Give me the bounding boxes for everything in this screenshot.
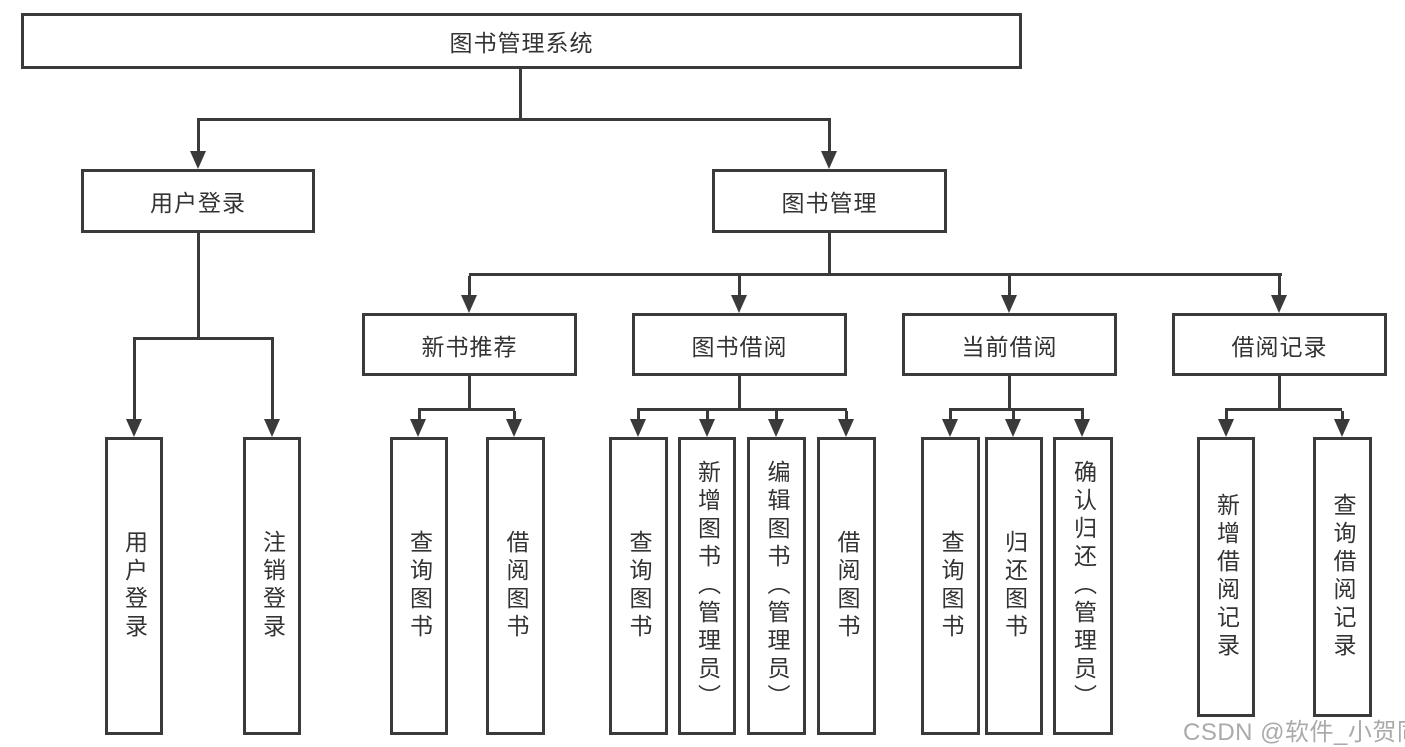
leaf-label: 查询借阅记录 xyxy=(1330,493,1356,661)
connector-hline xyxy=(197,118,831,121)
leaf-add-borrow-record: 新增借阅记录 xyxy=(1197,437,1255,717)
connector-vline xyxy=(1008,376,1011,408)
leaf-label: 注销登录 xyxy=(259,530,286,642)
connector-vline xyxy=(1081,411,1084,419)
connector-hline xyxy=(637,408,847,411)
arrow-down xyxy=(1074,419,1090,437)
leaf-search-books-current: 查询图书 xyxy=(921,437,980,735)
leaf-label: 查询图书 xyxy=(938,530,964,642)
node-label: 用户登录 xyxy=(150,190,246,216)
connector-vline xyxy=(133,340,136,419)
connector-vline xyxy=(637,411,640,419)
arrow-down xyxy=(731,295,747,313)
arrow-down xyxy=(699,419,715,437)
arrow-down xyxy=(768,419,784,437)
leaf-label: 确认归还（管理员） xyxy=(1070,460,1097,712)
connector-hline xyxy=(1225,408,1342,411)
arrow-down xyxy=(630,419,646,437)
connector-vline xyxy=(519,69,522,120)
leaf-label: 新增借阅记录 xyxy=(1213,493,1240,661)
leaf-edit-books-admin: 编辑图书（管理员） xyxy=(747,437,806,735)
connector-vline xyxy=(949,411,952,419)
node-label: 图书借阅 xyxy=(691,333,788,360)
node-label: 图书管理系统 xyxy=(449,30,594,56)
connector-vline xyxy=(468,376,471,408)
arrow-down xyxy=(1271,295,1287,313)
leaf-search-books-borrow: 查询图书 xyxy=(609,437,668,735)
leaf-label: 用户登录 xyxy=(121,530,148,642)
connector-vline xyxy=(845,411,848,419)
connector-vline xyxy=(197,121,200,151)
node-book-management: 图书管理 xyxy=(712,169,947,233)
arrow-down xyxy=(942,419,958,437)
connector-vline xyxy=(513,411,516,419)
connector-hline xyxy=(469,273,1282,276)
arrow-down xyxy=(1334,419,1350,437)
arrow-down xyxy=(821,151,837,169)
arrow-down xyxy=(461,295,477,313)
connector-hline xyxy=(418,408,515,411)
connector-vline xyxy=(271,340,274,419)
leaf-search-books-recommend: 查询图书 xyxy=(390,437,448,735)
connector-vline xyxy=(418,411,421,419)
connector-vline xyxy=(828,121,831,151)
connector-vline xyxy=(1278,376,1281,408)
node-label: 新书推荐 xyxy=(421,333,518,360)
node-label: 当前借阅 xyxy=(961,333,1058,360)
leaf-logout: 注销登录 xyxy=(243,437,301,735)
leaf-label: 归还图书 xyxy=(1001,530,1028,642)
leaf-label: 新增图书（管理员） xyxy=(694,460,721,712)
arrow-down xyxy=(126,419,142,437)
leaf-search-borrow-record: 查询借阅记录 xyxy=(1313,437,1372,717)
csdn-watermark: CSDN @软件_小贺同学 xyxy=(1183,719,1405,746)
connector-hline xyxy=(949,408,1084,411)
connector-vline xyxy=(197,233,200,337)
leaf-label: 查询图书 xyxy=(406,530,433,642)
node-current-borrow: 当前借阅 xyxy=(902,313,1117,376)
leaf-label: 编辑图书（管理员） xyxy=(764,460,790,712)
connector-vline xyxy=(1008,276,1011,295)
connector-vline xyxy=(828,233,831,273)
arrow-down xyxy=(1218,419,1234,437)
connector-vline xyxy=(1278,276,1281,295)
connector-hline xyxy=(133,337,274,340)
node-label: 借阅记录 xyxy=(1231,333,1328,360)
connector-vline xyxy=(1341,411,1344,419)
node-library-system: 图书管理系统 xyxy=(21,13,1022,69)
connector-vline xyxy=(468,276,471,295)
arrow-down xyxy=(410,419,426,437)
connector-vline xyxy=(738,376,741,408)
arrow-down xyxy=(838,419,854,437)
node-borrow-record: 借阅记录 xyxy=(1172,313,1387,376)
node-new-book-recommend: 新书推荐 xyxy=(362,313,577,376)
connector-vline xyxy=(1012,411,1015,419)
connector-vline xyxy=(706,411,709,419)
node-book-borrow: 图书借阅 xyxy=(632,313,847,376)
leaf-confirm-return-admin: 确认归还（管理员） xyxy=(1053,437,1113,735)
arrow-down xyxy=(1005,419,1021,437)
leaf-label: 借阅图书 xyxy=(503,530,529,642)
arrow-down xyxy=(190,151,206,169)
connector-vline xyxy=(775,411,778,419)
leaf-add-books-admin: 新增图书（管理员） xyxy=(678,437,736,735)
leaf-return-books: 归还图书 xyxy=(985,437,1043,735)
connector-vline xyxy=(738,276,741,295)
node-label: 图书管理 xyxy=(781,190,878,216)
arrow-down xyxy=(1001,295,1017,313)
connector-vline xyxy=(1225,411,1228,419)
leaf-label: 查询图书 xyxy=(626,530,652,642)
arrow-down xyxy=(506,419,522,437)
arrow-down xyxy=(264,419,280,437)
node-user-login: 用户登录 xyxy=(81,169,315,233)
leaf-borrow-books: 借阅图书 xyxy=(817,437,876,735)
leaf-borrow-books-recommend: 借阅图书 xyxy=(486,437,545,735)
leaf-user-login: 用户登录 xyxy=(105,437,163,735)
leaf-label: 借阅图书 xyxy=(834,530,860,642)
